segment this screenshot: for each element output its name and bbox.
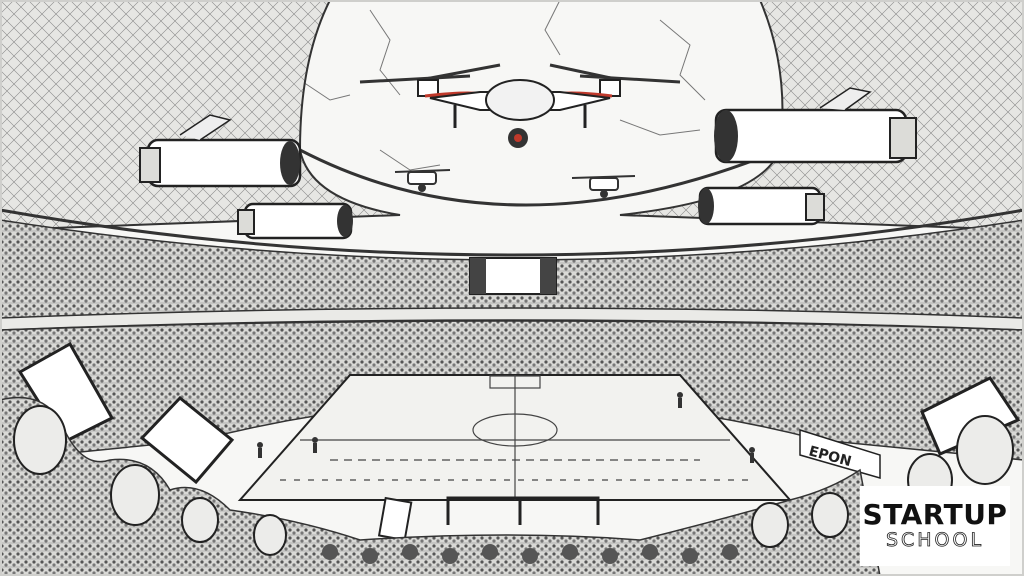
drone-small-right [571, 175, 636, 198]
sky-cracks [299, 0, 706, 171]
foreground-heads-row [322, 544, 738, 564]
logo-line1: STARTUP [862, 498, 1008, 531]
foreground-crowd [0, 396, 881, 576]
drone-small-left [394, 169, 451, 192]
foreground-faces [13, 405, 1014, 556]
floodlight-camera-left-2 [237, 202, 353, 240]
floodlight-camera-right-1 [714, 87, 917, 164]
drone-main [359, 63, 681, 148]
logo-line2: SCHOOL [885, 529, 985, 552]
players [257, 392, 755, 463]
pitch-markings [280, 375, 750, 500]
scoreboard [469, 257, 557, 295]
floodlight-camera-left-1 [139, 114, 302, 188]
floodlight-camera-right-2 [698, 186, 825, 226]
roof-rim [299, 148, 781, 207]
held-sign [377, 496, 413, 542]
hand-held-screen-center [139, 395, 235, 485]
startup-school-logo: STARTUP SCHOOL [860, 486, 1010, 566]
goal-post [446, 496, 600, 525]
hand-held-screen-right [920, 376, 1021, 456]
